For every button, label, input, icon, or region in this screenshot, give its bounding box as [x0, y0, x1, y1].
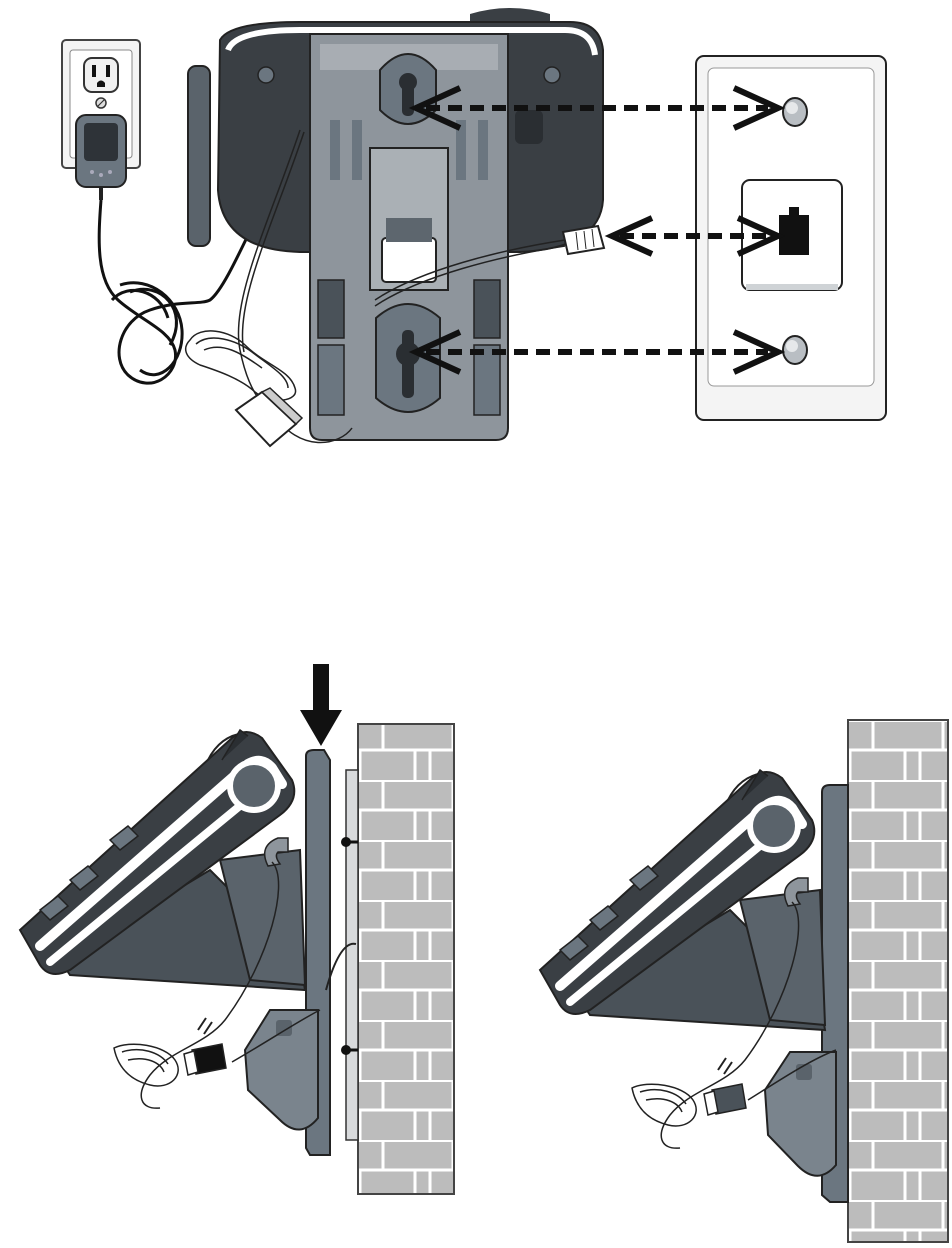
wall-mount-bracket	[310, 34, 508, 440]
down-arrow	[300, 664, 342, 746]
brick-wall-right	[848, 720, 948, 1242]
power-adapter	[76, 115, 126, 200]
line-filter-left	[184, 1044, 226, 1075]
telephone-base-side-left	[20, 730, 356, 1155]
mounting-stud-bottom	[783, 336, 807, 364]
bottom-panel	[20, 664, 948, 1242]
modular-plug	[563, 226, 604, 254]
brick-wall-left	[341, 724, 454, 1194]
mounting-stud-top	[783, 98, 807, 126]
telephone-base-side-right	[540, 770, 848, 1202]
line-filter-right	[704, 1084, 746, 1115]
top-panel	[62, 8, 886, 446]
